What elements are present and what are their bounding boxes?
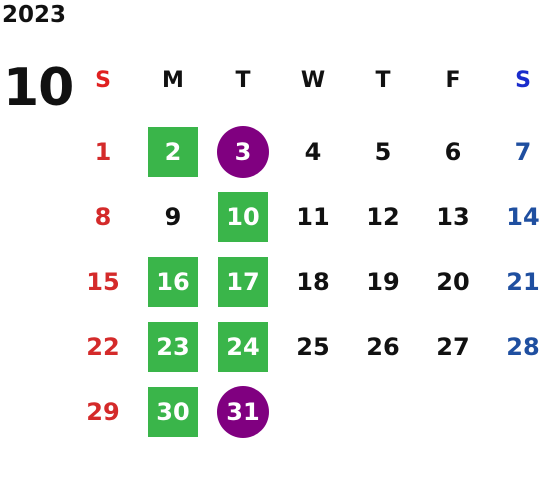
day-cell-7[interactable]: 7 [488,125,548,179]
highlight-box [218,257,268,307]
day-number: 12 [366,203,400,231]
day-number: 28 [506,333,540,361]
day-cell-1[interactable]: 1 [68,125,138,179]
day-number: 7 [514,138,532,166]
highlight-box [148,127,198,177]
day-number: 25 [296,333,330,361]
day-cell-5[interactable]: 5 [348,125,418,179]
day-number: 9 [164,203,182,231]
weekday-header-4: T [375,68,391,93]
day-number: 23 [156,333,190,361]
day-number: 8 [94,203,112,231]
day-number: 22 [86,333,120,361]
day-number: 15 [86,268,120,296]
day-number: 30 [156,398,190,426]
day-number: 19 [366,268,400,296]
day-cell-17[interactable]: 17 [208,255,278,309]
highlight-box [218,322,268,372]
day-number: 20 [436,268,470,296]
weekday-header-3: W [300,68,326,93]
weekday-header-6: S [515,68,531,93]
day-cell-6[interactable]: 6 [418,125,488,179]
day-cell-22[interactable]: 22 [68,320,138,374]
weekday-header-1: M [162,68,184,93]
day-number: 26 [366,333,400,361]
day-cell-21[interactable]: 21 [488,255,548,309]
day-cell-23[interactable]: 23 [138,320,208,374]
weekday-header-5: F [445,68,461,93]
day-cell-15[interactable]: 15 [68,255,138,309]
day-cell-11[interactable]: 11 [278,190,348,244]
day-cell-25[interactable]: 25 [278,320,348,374]
day-cell-26[interactable]: 26 [348,320,418,374]
highlight-circle [217,386,269,438]
day-number: 31 [226,398,260,426]
calendar-month: 10 [3,58,74,118]
day-cell-29[interactable]: 29 [68,385,138,439]
day-number: 17 [226,268,260,296]
day-cell-27[interactable]: 27 [418,320,488,374]
day-number: 14 [506,203,540,231]
day-cell-16[interactable]: 16 [138,255,208,309]
day-cell-13[interactable]: 13 [418,190,488,244]
day-number: 29 [86,398,120,426]
day-cell-31[interactable]: 31 [208,385,278,439]
day-cell-28[interactable]: 28 [488,320,548,374]
day-number: 11 [296,203,330,231]
day-number: 3 [234,138,252,166]
day-cell-12[interactable]: 12 [348,190,418,244]
day-cell-9[interactable]: 9 [138,190,208,244]
day-number: 13 [436,203,470,231]
highlight-box [148,387,198,437]
day-number: 4 [304,138,322,166]
day-cell-3[interactable]: 3 [208,125,278,179]
day-cell-4[interactable]: 4 [278,125,348,179]
day-number: 24 [226,333,260,361]
calendar-year: 2023 [2,2,67,28]
highlight-box [218,192,268,242]
day-number: 27 [436,333,470,361]
highlight-circle [217,126,269,178]
day-cell-18[interactable]: 18 [278,255,348,309]
day-number: 21 [506,268,540,296]
day-number: 1 [94,138,112,166]
weekday-header-0: S [95,68,111,93]
day-cell-30[interactable]: 30 [138,385,208,439]
day-number: 5 [374,138,392,166]
day-cell-24[interactable]: 24 [208,320,278,374]
weekday-header-2: T [235,68,251,93]
day-cell-2[interactable]: 2 [138,125,208,179]
day-number: 10 [226,203,260,231]
day-number: 18 [296,268,330,296]
day-cell-20[interactable]: 20 [418,255,488,309]
highlight-box [148,322,198,372]
day-number: 16 [156,268,190,296]
day-cell-8[interactable]: 8 [68,190,138,244]
day-cell-14[interactable]: 14 [488,190,548,244]
day-number: 6 [444,138,462,166]
day-number: 2 [164,138,182,166]
day-cell-10[interactable]: 10 [208,190,278,244]
highlight-box [148,257,198,307]
day-cell-19[interactable]: 19 [348,255,418,309]
